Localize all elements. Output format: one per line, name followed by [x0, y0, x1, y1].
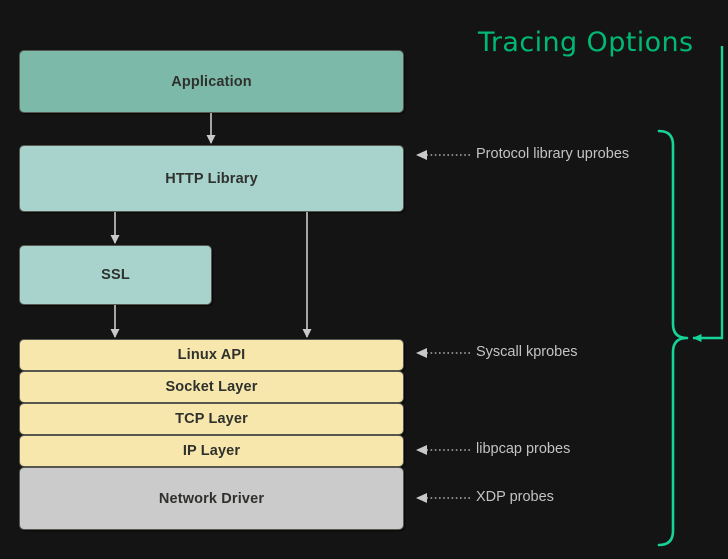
annotation-label-protocol-library-uprobes: Protocol library uprobes	[476, 146, 630, 162]
stack-box-ssl[interactable]: SSL	[19, 245, 212, 305]
tracing-options-brace	[657, 46, 724, 547]
annotation-label-libpcap-probes: libpcap probes	[476, 441, 571, 457]
annotation-label-xdp-probes: XDP probes	[476, 489, 554, 505]
stack-box-socket-layer[interactable]: Socket Layer	[19, 371, 404, 403]
stack-box-application[interactable]: Application	[19, 50, 404, 113]
flow-arrow-group	[110, 113, 312, 338]
brace-curly-path	[657, 129, 689, 547]
annotation-arrow-group	[416, 150, 470, 503]
annotation-label-syscall-kprobes: Syscall kprobes	[476, 344, 578, 360]
page-title: Tracing Options	[478, 27, 694, 58]
brace-title-connector	[692, 46, 724, 342]
